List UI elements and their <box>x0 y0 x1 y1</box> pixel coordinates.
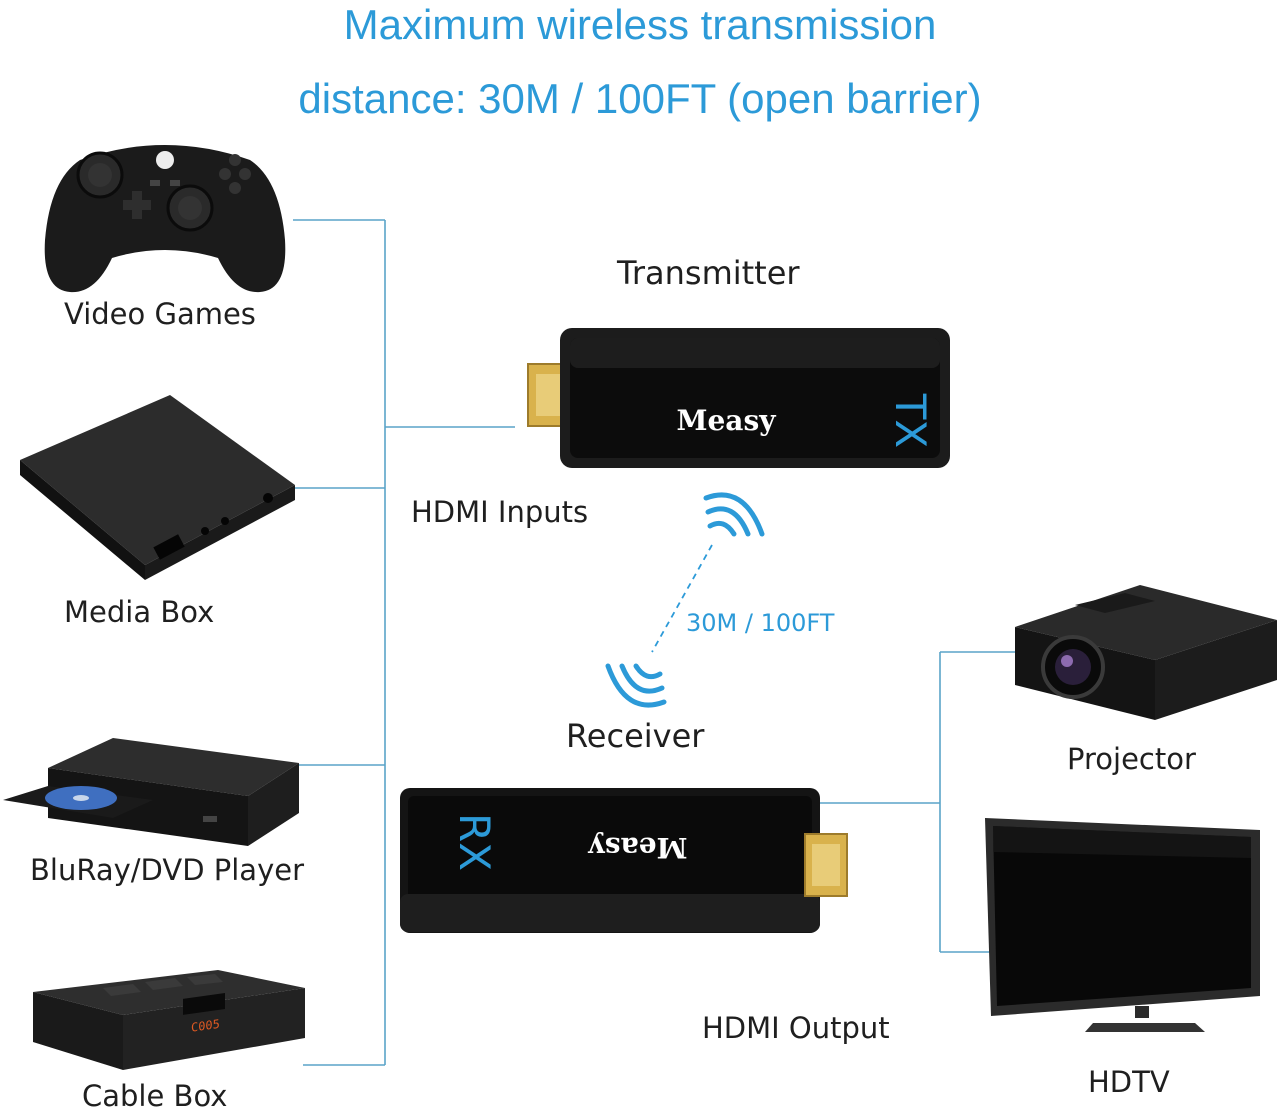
transmitter-dongle: Measy TX <box>527 328 950 468</box>
transmitter-title: Transmitter <box>617 254 800 292</box>
headline-line-2: distance: 30M / 100FT (open barrier) <box>298 75 982 122</box>
output-label-hdtv: HDTV <box>1088 1065 1170 1099</box>
tv-icon <box>985 818 1260 1032</box>
source-label-media-box: Media Box <box>64 595 215 629</box>
projector-icon <box>1015 585 1277 720</box>
gamepad-icon <box>44 145 286 293</box>
receiver-wifi-signal-icon <box>605 663 667 708</box>
headline-line-1: Maximum wireless transmission <box>343 1 937 48</box>
media-box-icon <box>20 395 295 580</box>
wireless-distance: 30M / 100FT <box>686 609 835 637</box>
transmitter-code: TX <box>886 393 935 448</box>
transmitter-wifi-signal-icon <box>703 492 765 537</box>
receiver-code: RX <box>450 813 499 871</box>
transmitter-port-label: HDMI Inputs <box>411 495 589 529</box>
bluray-player-icon <box>3 738 299 846</box>
output-label-projector: Projector <box>1067 742 1196 776</box>
receiver-dongle: RX Measy <box>400 788 848 933</box>
transmitter-brand-logo: Measy <box>677 404 777 437</box>
source-label-bluray-player: BluRay/DVD Player <box>30 853 304 887</box>
receiver-title: Receiver <box>566 717 705 755</box>
receiver-port-label: HDMI Output <box>702 1011 890 1045</box>
receiver-brand-logo: Measy <box>588 831 688 864</box>
source-label-video-games: Video Games <box>64 297 256 331</box>
cable-box-icon: C005 <box>33 970 305 1070</box>
source-label-cable-box: Cable Box <box>82 1079 228 1113</box>
cable-box-display: C005 <box>191 1017 220 1035</box>
